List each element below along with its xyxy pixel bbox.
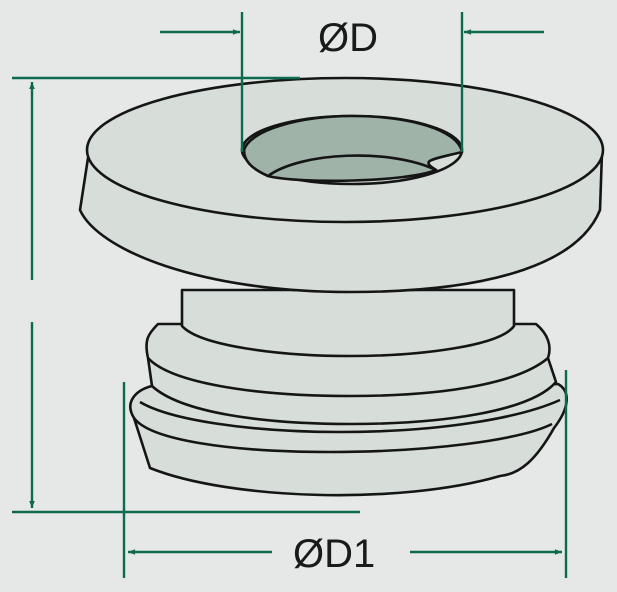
middle-seal-ring-edge	[147, 357, 549, 398]
dim-label-inner-diameter: ØD	[318, 16, 378, 60]
lower-seal-ring-groove	[139, 398, 561, 434]
grommet-part	[78, 76, 605, 497]
bore-rim	[242, 114, 464, 178]
lower-seal-ring-edge	[132, 417, 553, 454]
dim-label-outer-diameter: ØD1	[287, 534, 382, 574]
neck	[180, 288, 516, 358]
dimension-lines	[12, 12, 568, 578]
